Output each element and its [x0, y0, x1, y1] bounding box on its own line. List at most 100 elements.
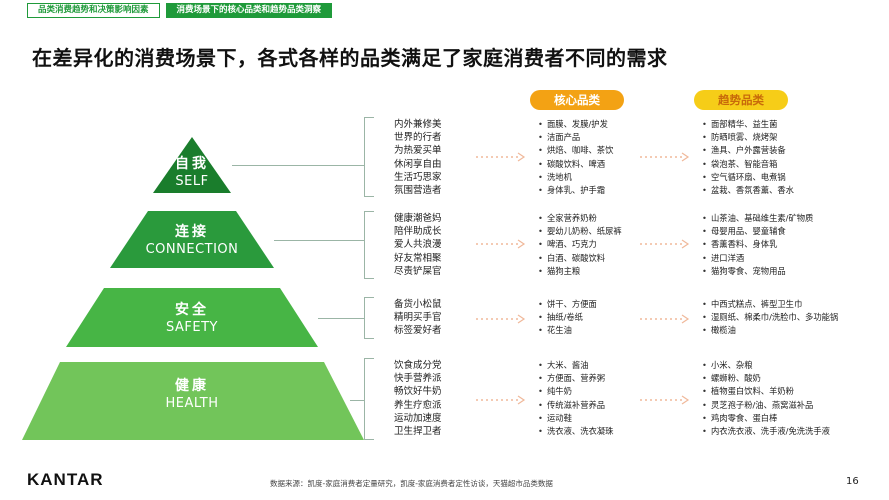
list-item: 小米、杂粮	[702, 359, 830, 372]
trend-list-safety: 中西式糕点、裤型卫生巾 湿厕纸、棉柔巾/洗脸巾、多功能锅 橄榄油	[702, 298, 838, 338]
list-item: 灵芝孢子粉/油、燕窝滋补品	[702, 399, 830, 412]
list-item: 标签爱好者	[394, 325, 442, 337]
tab-category-trends[interactable]: 品类消费趋势和决策影响因素	[27, 3, 160, 18]
list-item: 洗衣液、洗衣凝珠	[538, 425, 613, 438]
arrow-right-icon	[640, 239, 690, 249]
list-item: 传统滋补营养品	[538, 399, 613, 412]
list-item: 山茶油、基础维生素/矿物质	[702, 212, 813, 225]
list-item: 好友常相聚	[394, 252, 442, 264]
list-item: 白酒、碳酸饮料	[538, 252, 622, 265]
list-item: 空气循环扇、电煮锅	[702, 171, 794, 184]
list-item: 方便面、营养粥	[538, 372, 613, 385]
list-item: 烘焙、咖啡、茶饮	[538, 144, 613, 157]
list-item: 畅饮好牛奶	[394, 386, 442, 398]
list-item: 生活巧思家	[394, 171, 442, 183]
core-category-header: 核心品类	[530, 90, 624, 110]
list-item: 健康潮爸妈	[394, 213, 442, 224]
list-item: 抽纸/卷纸	[538, 311, 597, 324]
list-item: 袋泡茶、智能音箱	[702, 158, 794, 171]
list-item: 婴幼儿奶粉、纸尿裤	[538, 225, 622, 238]
arrow-right-icon	[476, 395, 526, 405]
list-item: 植物蛋白饮料、羊奶粉	[702, 385, 830, 398]
list-item: 纯牛奶	[538, 385, 613, 398]
list-item: 内衣洗衣液、洗手液/免洗洗手液	[702, 425, 830, 438]
list-item: 防晒喷雾、烧烤架	[702, 131, 794, 144]
list-item: 备货小松鼠	[394, 299, 442, 310]
lifestyle-list-safety: 备货小松鼠 精明买手官 标签爱好者	[394, 298, 442, 338]
list-item: 尽责铲屎官	[394, 265, 442, 277]
list-item: 花生油	[538, 324, 597, 337]
list-item: 为热爱买单	[394, 145, 442, 157]
list-item: 世界的行者	[394, 132, 442, 144]
list-item: 盆栽、香氛香薰、香水	[702, 184, 794, 197]
list-item: 运动鞋	[538, 412, 613, 425]
list-item: 面膜、发膜/护发	[538, 118, 613, 131]
trend-category-header: 趋势品类	[694, 90, 788, 110]
page-number: 16	[846, 476, 859, 487]
list-item: 碳酸饮料、啤酒	[538, 158, 613, 171]
lifestyle-list-self: 内外兼修美 世界的行者 为热爱买单 休闲享自由 生活巧思家 氛围营造者	[394, 118, 442, 197]
tab-scenario-insights[interactable]: 消费场景下的核心品类和趋势品类洞察	[165, 3, 333, 18]
bracket-health	[364, 358, 374, 440]
trend-list-health: 小米、杂粮 螺蛳粉、酸奶 植物蛋白饮料、羊奶粉 灵芝孢子粉/油、燕窝滋补品 鸡肉…	[702, 359, 830, 438]
list-item: 全家营养奶粉	[538, 212, 622, 225]
list-item: 饼干、方便面	[538, 298, 597, 311]
arrow-right-icon	[476, 314, 526, 324]
list-item: 运动加速度	[394, 412, 442, 424]
arrow-right-icon	[476, 239, 526, 249]
bracket-connection	[364, 211, 374, 279]
bracket-safety	[364, 297, 374, 339]
core-list-safety: 饼干、方便面 抽纸/卷纸 花生油	[538, 298, 597, 338]
list-item: 氛围营造者	[394, 184, 442, 196]
connector-connection	[274, 240, 364, 241]
list-item: 饮食成分党	[394, 360, 442, 371]
page-title: 在差异化的消费场景下，各式各样的品类满足了家庭消费者不同的需求	[32, 46, 668, 70]
list-item: 内外兼修美	[394, 119, 442, 130]
list-item: 母婴用品、婴童辅食	[702, 225, 813, 238]
list-item: 快手营养派	[394, 373, 442, 385]
list-item: 进口洋酒	[702, 252, 813, 265]
list-item: 鸡肉零食、蛋白棒	[702, 412, 830, 425]
trend-list-connection: 山茶油、基础维生素/矿物质 母婴用品、婴童辅食 香薰香料、身体乳 进口洋酒 猫狗…	[702, 212, 813, 278]
list-item: 陪伴助成长	[394, 226, 442, 238]
bracket-self	[364, 117, 374, 197]
section-tabs: 品类消费趋势和决策影响因素 消费场景下的核心品类和趋势品类洞察	[27, 3, 333, 18]
list-item: 面部精华、益生菌	[702, 118, 794, 131]
connector-health	[350, 400, 364, 401]
list-item: 休闲享自由	[394, 158, 442, 170]
list-item: 啤酒、巧克力	[538, 238, 622, 251]
arrow-right-icon	[640, 314, 690, 324]
arrow-right-icon	[640, 152, 690, 162]
arrow-right-icon	[640, 395, 690, 405]
core-list-connection: 全家营养奶粉 婴幼儿奶粉、纸尿裤 啤酒、巧克力 白酒、碳酸饮料 猫狗主粮	[538, 212, 622, 278]
list-item: 爱人共浪漫	[394, 239, 442, 251]
kantar-logo: KANTAR	[27, 470, 104, 489]
list-item: 大米、酱油	[538, 359, 613, 372]
list-item: 洗地机	[538, 171, 613, 184]
arrow-right-icon	[476, 152, 526, 162]
list-item: 身体乳、护手霜	[538, 184, 613, 197]
list-item: 渔具、户外露营装备	[702, 144, 794, 157]
connector-self	[232, 165, 364, 166]
core-list-self: 面膜、发膜/护发 洁面产品 烘焙、咖啡、茶饮 碳酸饮料、啤酒 洗地机 身体乳、护…	[538, 118, 613, 197]
list-item: 洁面产品	[538, 131, 613, 144]
list-item: 猫狗主粮	[538, 265, 622, 278]
list-item: 养生疗愈派	[394, 399, 442, 411]
list-item: 香薰香料、身体乳	[702, 238, 813, 251]
connector-safety	[318, 318, 364, 319]
list-item: 精明买手官	[394, 312, 442, 324]
list-item: 中西式糕点、裤型卫生巾	[702, 298, 838, 311]
list-item: 湿厕纸、棉柔巾/洗脸巾、多功能锅	[702, 311, 838, 324]
list-item: 卫生捍卫者	[394, 425, 442, 437]
trend-list-self: 面部精华、益生菌 防晒喷雾、烧烤架 渔具、户外露营装备 袋泡茶、智能音箱 空气循…	[702, 118, 794, 197]
data-source-note: 数据来源：凯度-家庭消费者定量研究，凯度-家庭消费者定性访谈，天猫超市品类数据	[270, 479, 553, 488]
list-item: 螺蛳粉、酸奶	[702, 372, 830, 385]
list-item: 橄榄油	[702, 324, 838, 337]
core-list-health: 大米、酱油 方便面、营养粥 纯牛奶 传统滋补营养品 运动鞋 洗衣液、洗衣凝珠	[538, 359, 613, 438]
lifestyle-list-health: 饮食成分党 快手营养派 畅饮好牛奶 养生疗愈派 运动加速度 卫生捍卫者	[394, 359, 442, 438]
list-item: 猫狗零食、宠物用品	[702, 265, 813, 278]
